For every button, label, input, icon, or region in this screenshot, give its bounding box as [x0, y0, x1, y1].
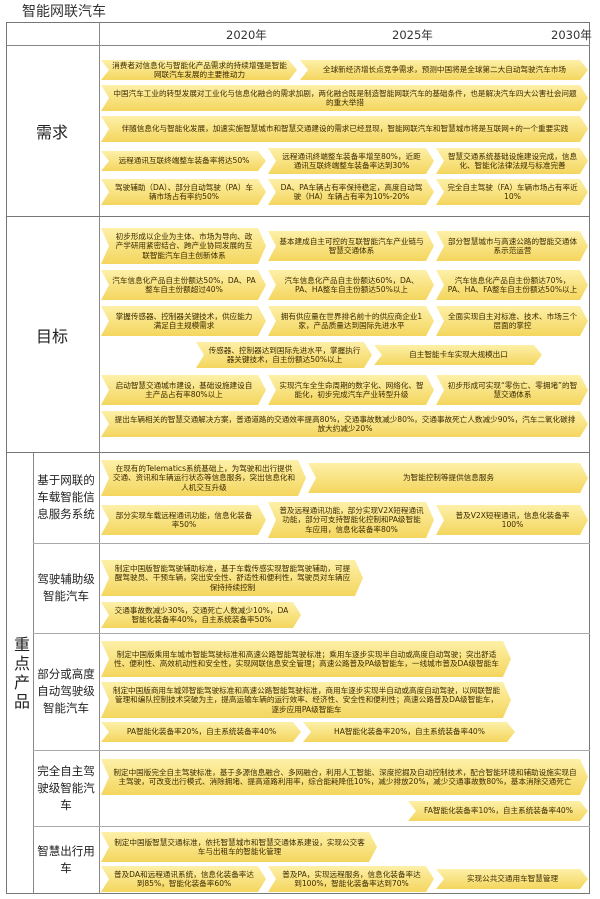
- goal-bar: 初步形成以企业为主体、市场为导向、政产学研用紧密结合、跨产业协同发展的互联智能汽…: [101, 228, 266, 264]
- subcategory-full-auto: 完全自主驾驶级智能汽车: [37, 763, 95, 812]
- telematics-bar: 为智能控制等提供信息服务: [308, 463, 588, 493]
- goal-bar: 实现汽车全生命周期的数字化、网络化、智能化，初步完成汽车产业转型升级: [268, 375, 434, 405]
- smart-mobility-bar: 普及DA和远程通讯系统，信息化装备率达到85%，智能化装备率60%: [101, 866, 266, 892]
- row-divider: [33, 543, 590, 544]
- demand-bar: 完全自主驾驶（FA）车辆市场占有率近10%: [436, 179, 588, 205]
- category-goals: 目标: [35, 326, 68, 346]
- row-divider: [33, 826, 590, 827]
- telematics-bar: 部分实现车载远程通讯功能，信息化装备率50%: [101, 505, 266, 535]
- demand-bar: 远程通讯终端整车装备率增至80%，近距通讯互联终端整车装备率达到30%: [268, 148, 434, 174]
- demand-bar: 消费者对信息化与智能化产品需求的持续增强是智能网联汽车发展的主要推动力: [101, 60, 297, 80]
- section-divider: [6, 216, 590, 217]
- partial-auto-bar: 制定中国版乘用车城市智能驾驶标准和高速公路智能驾驶标准；乘用车逐步实现半自动或高…: [101, 641, 511, 677]
- adas-bar: 制定中国版智能驾驶辅助标准，基于车载传感实现智能驾驶辅助，可提醒驾驶员、干预车辆…: [101, 560, 363, 596]
- roadmap-table: [6, 22, 590, 894]
- telematics-bar: 普及V2X短程通讯，信息化装备率100%: [436, 505, 588, 535]
- telematics-bar: 在现有的Telematics系统基础上，为驾驶和出行提供交通、资讯和车辆运行状态…: [101, 460, 306, 496]
- demand-bar: DA、PA车辆占有率保持稳定，高度自动驾驶（HA）车辆占有率为10%-20%: [268, 179, 434, 205]
- telematics-bar: 普及远程通讯功能，部分实现V2X短程通讯功能，部分可支持智能化控制和PA级智能车…: [268, 502, 434, 538]
- smart-mobility-bar: 普及PA，实现远程服务，信息化装备率达到100%，智能化装备率达到70%: [268, 866, 434, 892]
- year-2020: 2020年: [226, 28, 267, 42]
- subcategory-smart-mobility: 智慧出行用车: [37, 844, 95, 875]
- year-2025: 2025年: [392, 28, 433, 42]
- goal-bar: 启动智慧交通城市建设，基础设施建设自主产品占有率80%以上: [101, 375, 266, 405]
- subcategory-telematics: 基于网联的车载智能信息服务系统: [37, 473, 95, 521]
- goal-bar: 基本建成自主可控的互联智能汽车产业链与智慧交通体系: [268, 231, 434, 261]
- goal-bar: 部分智慧城市与高速公路的智能交通体系示范运营: [436, 231, 588, 261]
- subcategory-adas: 驾驶辅助级智能汽车: [37, 572, 95, 603]
- demand-bar: 驾驶辅助（DA）、部分自动驾驶（PA）车辆市场占有率约50%: [101, 179, 266, 205]
- partial-auto-bar: PA智能化装备率20%，自主系统装备率40%: [101, 722, 301, 742]
- category-key-products: 重点产品: [13, 635, 30, 711]
- timeline-header: [6, 22, 590, 46]
- section-divider: [6, 452, 590, 453]
- demand-bar: 伴随信息化与智能化发展，加速实施智慧城市和智慧交通建设的需求已经显现，智能网联汽…: [101, 116, 588, 142]
- smart-mobility-bar: 实现公共交通用车智慧管理: [436, 869, 588, 889]
- full-auto-bar: FA智能化装备率10%，自主系统装备率40%: [408, 801, 588, 821]
- goal-bar: 汽车信息化产品自主份额达50%，DA、PA整车自主份额超过40%: [101, 270, 266, 300]
- goal-bar: 汽车信息化产品自主份额达60%，DA、PA、HA整车自主份额达50%以上: [268, 270, 434, 300]
- goal-bar: 拥有供应量在世界排名前十的供应商企业1家，产品质量达到国际先进水平: [268, 306, 434, 336]
- demand-bar: 中国汽车工业的转型发展对工业化与信息化融合的需求加剧，两化融合既是制造智能网联汽…: [101, 85, 588, 111]
- goal-bar: 自主智能卡车实现大规模出口: [374, 345, 542, 365]
- column-divider: [99, 22, 100, 894]
- demand-bar: 智慧交通系统基础设施建设完成，信息化、智能化法律法规与标准完善: [436, 148, 588, 174]
- goal-bar: 全面实现自主对标准、技术、市场三个层面的掌控: [436, 306, 588, 336]
- full-auto-bar: 制定中国版完全自主驾驶标准，基于多源信息融合、多网融合，利用人工智能、深度挖掘及…: [101, 759, 588, 795]
- adas-bar: 交通事故数减少30%，交通死亡人数减少10%，DA智能化装备率40%，自主系统装…: [101, 602, 301, 628]
- document-title: 智能网联汽车: [22, 4, 106, 20]
- column-divider-inner: [33, 452, 34, 894]
- goal-bar: 提出车辆相关的智慧交通解决方案，普通道路的交通效率提高80%，交通事故数减少80…: [101, 411, 588, 437]
- goal-bar: 初步形成可实现“零伤亡、零拥堵”的智慧交通体系: [436, 375, 588, 405]
- year-2030: 2030年: [551, 28, 592, 42]
- smart-mobility-bar: 制定中国版智慧交通标准，依托智慧城市和智慧交通体系建设，实现公交客车与出租车的智…: [101, 832, 377, 862]
- goal-bar: 汽车信息化产品自主份额达70%，PA、HA、FA整车自主份额达50%以上: [436, 270, 588, 300]
- demand-bar: 全球新经济增长点竞争需求，预测中国将是全球第二大自动驾驶汽车市场: [300, 60, 588, 80]
- partial-auto-bar: 制定中国版商用车城郊智能驾驶标准和高速公路智能驾驶标准，商用车逐步实现半自动或高…: [101, 682, 511, 718]
- partial-auto-bar: HA智能化装备率20%，自主系统装备率40%: [303, 722, 515, 742]
- row-divider: [33, 633, 590, 634]
- category-demand: 需求: [35, 123, 68, 142]
- goal-bar: 传感器、控制器达到国际先进水平，掌握执行器关键技术，自主份额达50%以上: [196, 342, 372, 368]
- goal-bar: 掌握传感器、控制器关键技术，供应能力满足自主规模需求: [101, 306, 266, 336]
- demand-bar: 远程通讯互联终端整车装备率将达50%: [101, 151, 266, 171]
- subcategory-partial-auto: 部分或高度自动驾驶级智能汽车: [37, 667, 95, 715]
- row-divider: [33, 750, 590, 751]
